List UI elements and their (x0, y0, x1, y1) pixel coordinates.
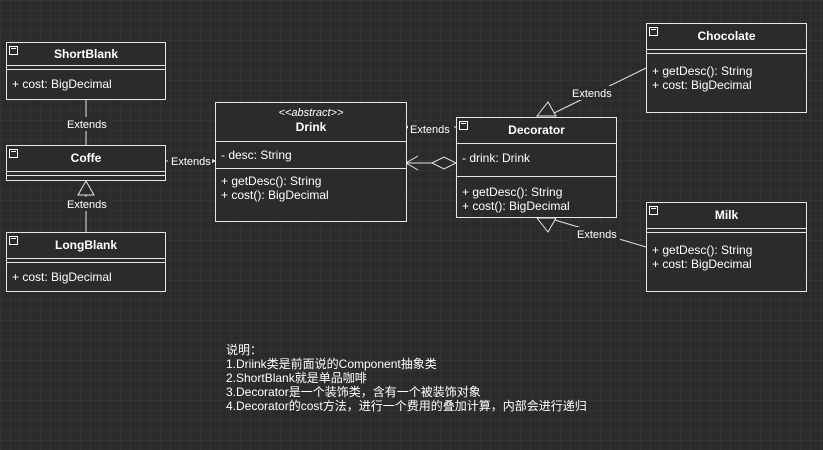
class-header: Milk (647, 203, 806, 228)
method: + cost(): BigDecimal (221, 188, 329, 202)
aggregation-diamond (430, 156, 458, 170)
separator (647, 228, 806, 229)
class-name: Drink (295, 120, 327, 134)
attribute-section: + cost: BigDecimal (7, 263, 165, 286)
collapse-icon[interactable] (649, 27, 658, 36)
class-shortblank[interactable]: ShortBlank + cost: BigDecimal (6, 42, 166, 100)
class-stereotype: <<abstract>> (278, 107, 344, 119)
method: + getDesc(): String (652, 64, 753, 78)
class-decorator[interactable]: Decorator - drink: Drink + getDesc(): St… (456, 117, 617, 218)
class-longblank[interactable]: LongBlank + cost: BigDecimal (6, 232, 166, 292)
attribute: - desc: String (221, 148, 292, 162)
attribute: - drink: Drink (462, 151, 531, 165)
method-section: + getDesc(): String + cost: BigDecimal (647, 233, 806, 273)
class-name: Coffe (70, 151, 102, 165)
class-drink[interactable]: <<abstract>> Drink - desc: String + getD… (215, 102, 407, 222)
collapse-icon[interactable] (649, 206, 658, 215)
class-header: Decorator (457, 118, 616, 143)
method: + getDesc(): String (652, 243, 753, 257)
generalization-arrowhead (535, 217, 557, 233)
attribute-section: - desc: String (216, 142, 406, 164)
edge-label-extends: Extends (67, 119, 107, 131)
generalization-arrowhead (77, 179, 95, 196)
edge-label-extends: Extends (67, 199, 107, 211)
class-header: <<abstract>> Drink (216, 103, 406, 141)
edge-label-extends: Extends (410, 124, 450, 136)
method: + cost: BigDecimal (652, 257, 752, 271)
attribute: + cost: BigDecimal (12, 270, 112, 284)
separator (7, 175, 165, 176)
edge-label-extends: Extends (171, 156, 211, 168)
class-header: ShortBlank (7, 43, 165, 65)
class-name: ShortBlank (53, 47, 118, 61)
attribute: + cost: BigDecimal (12, 77, 112, 91)
separator (7, 171, 165, 172)
collapse-icon[interactable] (9, 149, 18, 158)
edge-label-extends: Extends (572, 88, 612, 100)
separator (216, 141, 406, 142)
collapse-icon[interactable] (9, 46, 18, 55)
note-line: 2.ShortBlank就是单品咖啡 (226, 371, 367, 385)
class-header: Chocolate (647, 24, 806, 49)
separator (647, 53, 806, 54)
note-line: 1.Driink类是前面说的Component抽象类 (226, 357, 437, 371)
method-section: + getDesc(): String + cost(): BigDecimal (457, 177, 616, 215)
separator (7, 65, 165, 66)
separator (7, 262, 165, 263)
separator (457, 143, 616, 144)
method: + cost(): BigDecimal (462, 199, 570, 213)
separator (647, 232, 806, 233)
note-line: 3.Decorator是一个装饰类，含有一个被装饰对象 (226, 385, 481, 399)
separator (7, 258, 165, 259)
class-header: LongBlank (7, 233, 165, 258)
collapse-icon[interactable] (9, 236, 18, 245)
note-line: 4.Decorator的cost方法，进行一个费用的叠加计算，内部会进行递归 (226, 399, 587, 413)
method-section: + getDesc(): String + cost: BigDecimal (647, 54, 806, 94)
class-milk[interactable]: Milk + getDesc(): String + cost: BigDeci… (646, 202, 807, 292)
generalization-arrowhead (535, 101, 557, 117)
method: + cost: BigDecimal (652, 78, 752, 92)
class-name: Decorator (508, 123, 565, 137)
attribute-section: - drink: Drink (457, 144, 616, 170)
class-name: Milk (714, 208, 739, 222)
method-section: + getDesc(): String + cost(): BigDecimal (216, 169, 406, 204)
separator (647, 49, 806, 50)
method: + getDesc(): String (221, 174, 322, 188)
diagram-notes: 说明： 1.Driink类是前面说的Component抽象类 2.ShortBl… (226, 343, 587, 413)
class-name: LongBlank (55, 238, 117, 252)
separator (216, 168, 406, 169)
attribute-section: + cost: BigDecimal (7, 70, 165, 93)
separator (7, 69, 165, 70)
notes-title: 说明： (226, 343, 263, 357)
class-name: Chocolate (697, 29, 756, 43)
class-coffe[interactable]: Coffe (6, 145, 166, 181)
class-header: Coffe (7, 146, 165, 171)
edge-label-extends: Extends (577, 229, 617, 241)
class-chocolate[interactable]: Chocolate + getDesc(): String + cost: Bi… (646, 23, 807, 113)
separator (457, 176, 616, 177)
method: + getDesc(): String (462, 185, 563, 199)
collapse-icon[interactable] (459, 121, 468, 130)
